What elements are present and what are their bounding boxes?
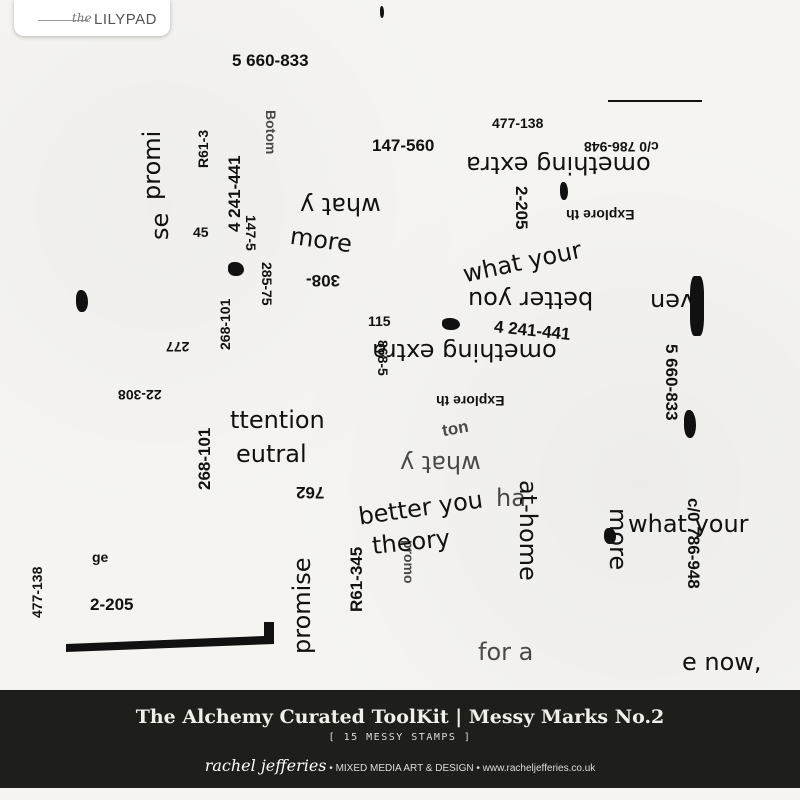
stamp-code: R61-3 xyxy=(195,129,211,168)
stamp-phone-number: 285-75 xyxy=(259,262,275,306)
stamp-text-fragment: better you xyxy=(468,286,594,314)
stamp-text-fragment: promise xyxy=(288,557,316,654)
stamp-phone-number: 477-138 xyxy=(492,115,544,131)
stamp-text-fragment: e now, xyxy=(682,648,762,676)
stamp-text-fragment: more xyxy=(288,221,354,259)
stamp-code: 45 xyxy=(193,224,209,240)
stamp-phone-number: 762 xyxy=(296,483,325,502)
stamp-text-fragment: what y xyxy=(400,450,481,478)
stamp-code: 115 xyxy=(368,313,391,329)
stamp-text-fragment: Botom xyxy=(263,110,279,155)
stamp-phone-number: 308- xyxy=(306,271,341,290)
stamp-phone-number: 477-138 xyxy=(29,566,45,618)
stamp-text-fragment: at-home xyxy=(514,480,542,581)
rule-line xyxy=(608,100,702,102)
stamp-phone-number: 4 241-441 xyxy=(225,155,244,232)
product-title: The Alchemy Curated ToolKit | Messy Mark… xyxy=(135,706,665,728)
bottom-strip xyxy=(0,788,800,800)
stamp-text-fragment: ha xyxy=(496,484,526,512)
stamp-text-fragment: for a xyxy=(478,638,534,666)
stamp-phone-number: 277 xyxy=(166,339,190,355)
corner-bracket-mark xyxy=(66,622,274,652)
stamp-phone-number: 2-205 xyxy=(90,595,134,614)
ink-blob xyxy=(76,290,88,312)
stamp-phone-number: 2-205 xyxy=(512,186,531,230)
stamp-phone-number: 5 660-833 xyxy=(662,344,681,421)
stamp-phone-number: 268-101 xyxy=(195,427,214,490)
stamp-text-fragment: promi xyxy=(138,130,166,200)
stamp-text-fragment: ttention xyxy=(230,406,325,434)
ink-blob xyxy=(604,528,616,544)
stamp-phone-number: c/0 786-948 xyxy=(684,498,703,589)
stamp-text-fragment: what your xyxy=(628,510,749,538)
stamp-phone-number: 147-5 xyxy=(243,215,259,251)
stamp-phone-number: 147-560 xyxy=(372,136,435,155)
footer-banner: The Alchemy Curated ToolKit | Messy Mark… xyxy=(0,690,800,788)
ink-blob xyxy=(684,410,696,438)
stamp-text-fragment: ge xyxy=(92,549,109,565)
badge-brand: LILYPAD xyxy=(94,11,157,28)
designer-tagline: • MIXED MEDIA ART & DESIGN • www.rachelj… xyxy=(329,763,596,774)
designer-credit: rachel jefferies • MIXED MEDIA ART & DES… xyxy=(0,756,800,775)
stamp-text-fragment: Explore th xyxy=(436,393,505,409)
ink-blob xyxy=(690,276,704,336)
ink-blob xyxy=(560,182,568,200)
badge-flourish xyxy=(38,20,88,21)
stamp-text-fragment: se xyxy=(146,212,174,240)
stamp-code: R61-345 xyxy=(347,546,366,612)
stamp-text-fragment: what your xyxy=(460,235,585,289)
stamp-text-fragment: what y xyxy=(300,192,381,220)
stamp-text-fragment: ven xyxy=(650,288,695,316)
stamp-phone-number: 868-5 xyxy=(375,340,391,376)
stamp-text-fragment: omething extra xyxy=(466,151,651,179)
ink-blob xyxy=(380,6,384,18)
stamp-canvas: 5 660-833 477-138 147-560 c/0 786-948 om… xyxy=(0,0,800,690)
stamp-phone-number: 22-308 xyxy=(118,387,162,403)
stamp-text-fragment: Explore th xyxy=(566,207,635,223)
stamp-text-fragment: better you xyxy=(356,485,485,531)
stamp-text-fragment: omething extra xyxy=(372,338,557,366)
ink-blob xyxy=(228,262,244,276)
stamp-text-fragment: ton xyxy=(440,416,470,441)
lilypad-badge: the LILYPAD xyxy=(14,0,170,36)
badge-script-text: the xyxy=(72,11,92,25)
stamp-phone-number: 5 660-833 xyxy=(232,51,309,70)
stamp-phone-number: 268-101 xyxy=(217,298,233,350)
designer-signature: rachel jefferies xyxy=(204,756,327,775)
stamp-text-fragment: promo xyxy=(401,540,417,584)
product-subtitle: [ 15 MESSY STAMPS ] xyxy=(328,732,472,743)
stamp-text-fragment: eutral xyxy=(236,440,307,468)
ink-blob xyxy=(442,318,460,330)
